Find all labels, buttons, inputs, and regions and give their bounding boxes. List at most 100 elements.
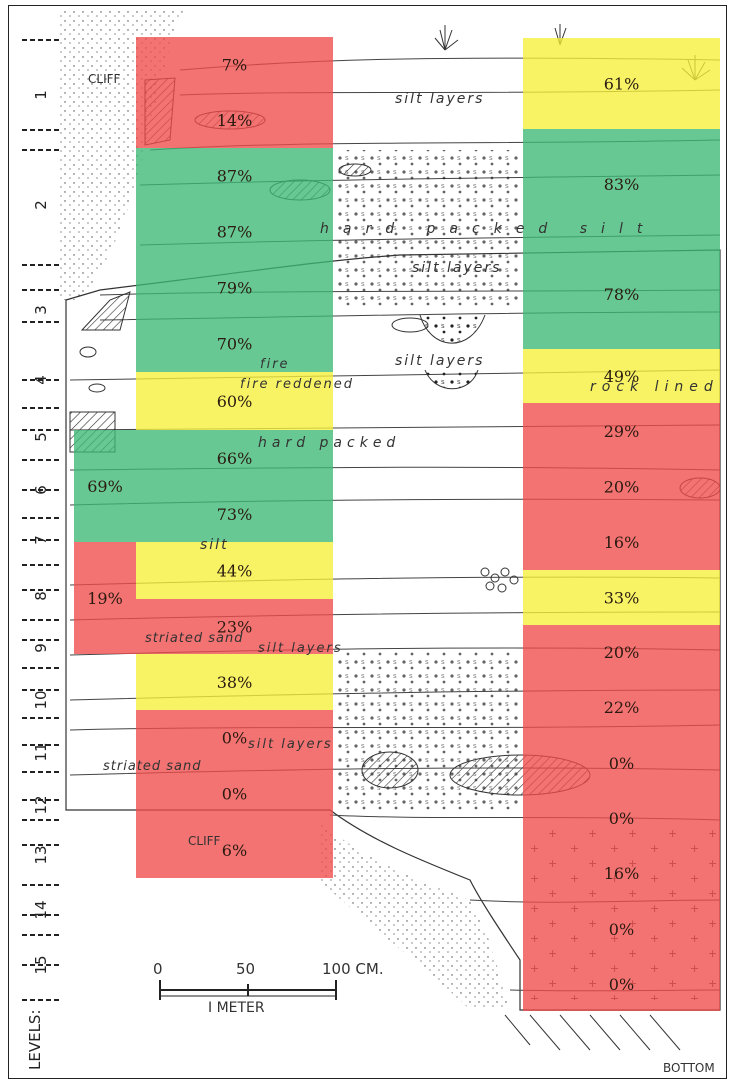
silt-layers-label-3: silt layers <box>395 353 484 369</box>
scale-label: I METER <box>208 1000 265 1016</box>
percentage-value: 6% <box>222 841 247 860</box>
percentage-value: 29% <box>604 422 640 441</box>
percentage-value: 22% <box>604 698 640 717</box>
percentage-value: 69% <box>87 477 123 496</box>
cliff-stipple-lower <box>320 820 510 1010</box>
percentage-cell-green <box>136 260 333 315</box>
percentage-value: 66% <box>217 449 253 468</box>
percentage-cell-yellow <box>523 349 720 403</box>
striated-sand-label: striated sand <box>145 631 244 646</box>
percentage-cell-yellow <box>136 654 333 710</box>
percentage-value: 49% <box>604 367 640 386</box>
level-number: 10 <box>32 690 50 709</box>
percentage-cell-green <box>523 129 720 239</box>
percentage-cell-green <box>136 430 333 486</box>
percentage-cell-red <box>523 514 720 570</box>
level-number: 8 <box>32 591 50 601</box>
level-number: 6 <box>32 485 50 495</box>
fire-label: fire <box>260 357 290 372</box>
percentage-cell-green <box>136 315 333 372</box>
percentage-cell-red <box>523 403 720 459</box>
small-rock <box>88 383 106 393</box>
levels-title: LEVELS: <box>26 1009 44 1070</box>
fire-reddened-label: fire reddened <box>240 377 354 392</box>
hard-packed-silt-label: hard packed silt <box>320 221 656 237</box>
percentage-value: 23% <box>217 618 253 637</box>
percentage-value: 0% <box>609 754 634 773</box>
level-ruler <box>22 39 60 1001</box>
gravel-cluster <box>480 567 519 593</box>
percentage-value: 79% <box>217 279 253 298</box>
bottom-hatch <box>504 1014 681 1051</box>
bottom-label: BOTTOM <box>663 1061 715 1075</box>
level-number: 13 <box>32 845 50 864</box>
percentage-value: 44% <box>217 562 253 581</box>
scale-tick-100: 100 CM. <box>322 960 384 978</box>
percentage-value: 20% <box>604 643 640 662</box>
percentage-cell-red <box>523 735 720 791</box>
percentage-value: 83% <box>604 175 640 194</box>
percentage-cell-red <box>74 542 136 654</box>
silt-layers-label: silt layers <box>395 91 484 107</box>
percentage-value: 14% <box>217 111 253 130</box>
percentage-cell-red <box>523 625 720 679</box>
percentage-value: 16% <box>604 533 640 552</box>
percentage-value: 70% <box>217 335 253 354</box>
rock-feature <box>338 163 372 177</box>
percentage-cell-red <box>523 679 720 735</box>
percentage-cell-yellow <box>523 570 720 625</box>
rock-lined-label: rock lined <box>590 379 719 395</box>
percentage-value: 16% <box>604 864 640 883</box>
level-number: 4 <box>32 375 50 385</box>
percentage-value: 87% <box>217 167 253 186</box>
level-number: 7 <box>32 535 50 545</box>
percentage-cells: 7%14%87%87%79%70%60%66%73%44%23%38%0%0%6… <box>74 37 720 1011</box>
percentage-value: 0% <box>222 785 247 804</box>
percentage-value: 61% <box>604 75 640 94</box>
level-number: 15 <box>32 955 50 974</box>
percentage-cell-green <box>523 239 720 349</box>
percentage-cell-green <box>136 148 333 203</box>
rock-feature <box>361 751 419 789</box>
silt-layers-label-2: silt layers <box>412 260 501 276</box>
pit-feature <box>419 314 486 344</box>
percentage-value: 19% <box>87 589 123 608</box>
percentage-value: 60% <box>217 392 253 411</box>
percentage-cell-red <box>523 459 720 514</box>
percentage-cell-green <box>136 203 333 260</box>
percentage-value: 73% <box>217 505 253 524</box>
percentage-value: 0% <box>609 809 634 828</box>
percentage-cell-red <box>136 822 333 878</box>
level-number: 5 <box>32 432 50 442</box>
cliff-label-bottom: CLIFF <box>188 834 221 848</box>
percentage-cell-red <box>136 710 333 765</box>
percentage-value: 0% <box>609 920 634 939</box>
speckle-zone-upper <box>335 150 520 310</box>
level-number: 2 <box>32 200 50 210</box>
striated-sand-label-2: striated sand <box>103 759 202 774</box>
percentage-value: 38% <box>217 673 253 692</box>
percentage-cell-red <box>136 599 333 654</box>
percentage-cell-red <box>523 845 720 901</box>
percentage-cell-yellow <box>523 38 720 129</box>
silt-layers-label-5: silt layers <box>248 737 333 752</box>
cliff-label: CLIFF <box>88 72 121 86</box>
percentage-cell-green <box>74 430 136 542</box>
level-number: 3 <box>32 305 50 315</box>
level-number: 1 <box>32 90 50 100</box>
percentage-cell-red <box>523 957 720 1011</box>
hard-packed-label: hard packed <box>258 435 400 451</box>
percentage-value: 87% <box>217 223 253 242</box>
percentage-cell-red <box>136 765 333 822</box>
rock-feature <box>80 291 131 331</box>
percentage-value: 78% <box>604 285 640 304</box>
percentage-cell-green <box>136 486 333 542</box>
level-number: 14 <box>32 900 50 919</box>
percentage-cell-red <box>523 901 720 957</box>
scale-tick-0: 0 <box>153 960 163 978</box>
silt-label: silt <box>200 537 229 553</box>
percentage-value: 0% <box>609 975 634 994</box>
